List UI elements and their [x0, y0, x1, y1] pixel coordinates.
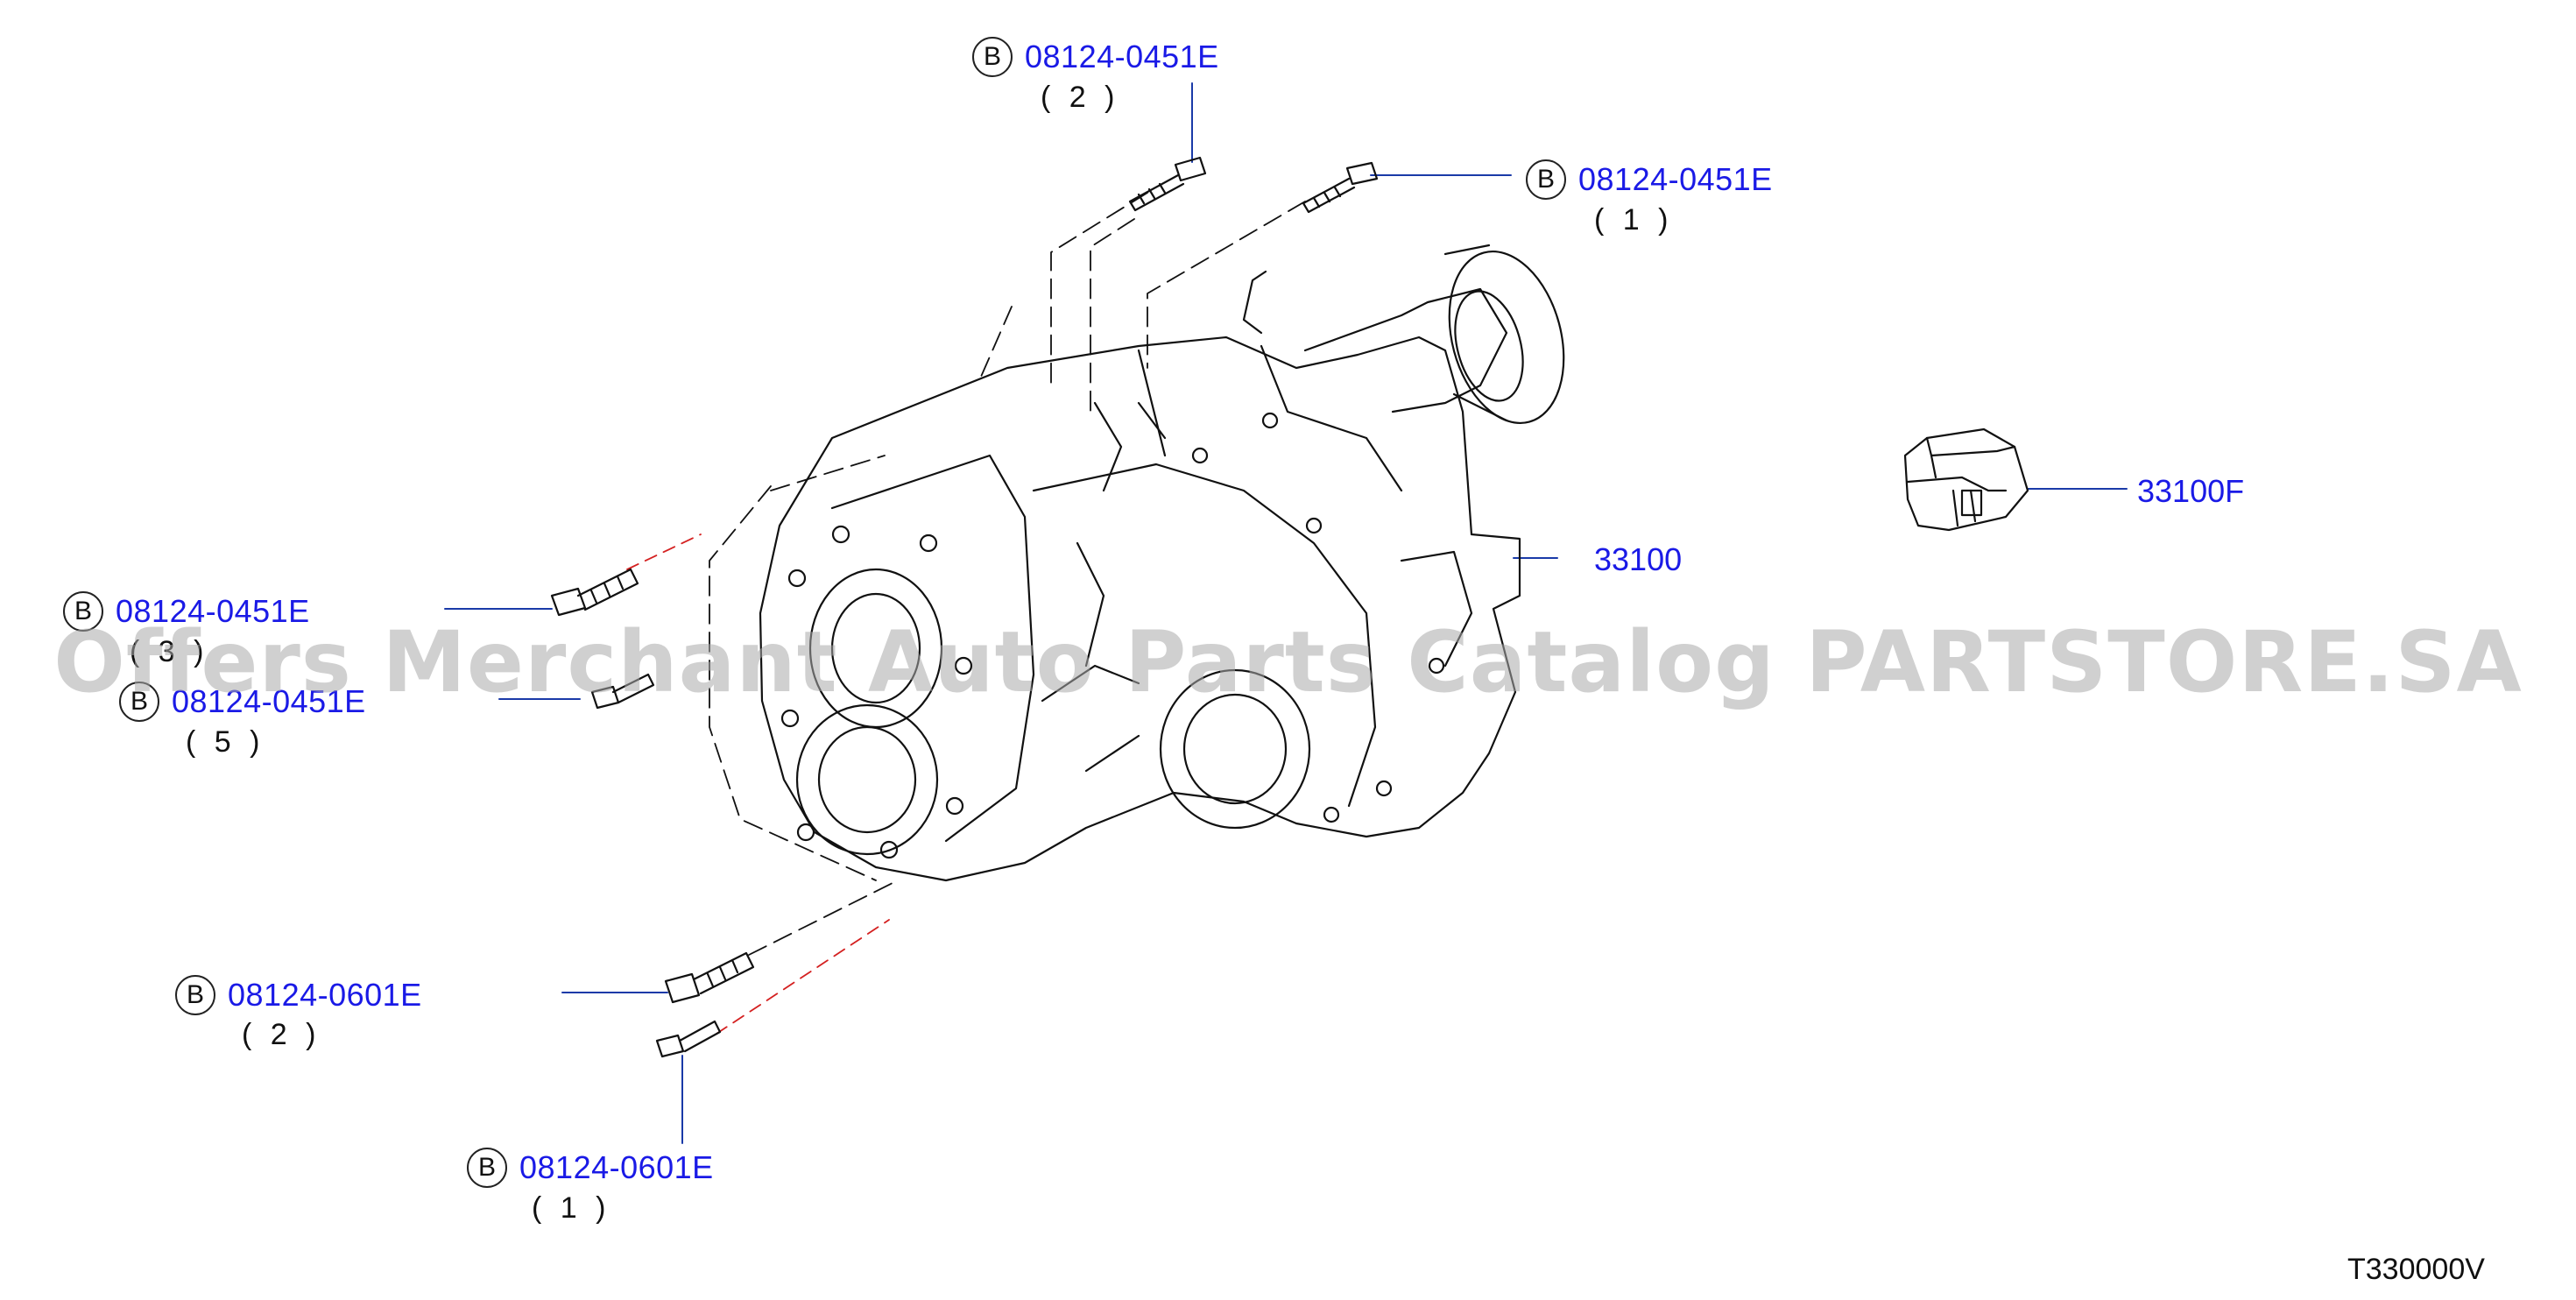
- part-number-link[interactable]: 08124-0451E: [172, 683, 366, 719]
- part-number-link[interactable]: 08124-0451E: [1025, 39, 1219, 74]
- b-marker: B: [467, 1148, 507, 1188]
- bolt-top-right: [1302, 161, 1379, 214]
- bolt-left-upper: [550, 568, 639, 617]
- b-marker: B: [972, 37, 1013, 77]
- quantity-label: ( 1 ): [1594, 203, 1674, 237]
- b-marker: B: [175, 975, 215, 1015]
- bolt-bottom-left: [664, 951, 755, 1004]
- b-marker: B: [1526, 159, 1566, 200]
- bolt-left-lower: [590, 673, 655, 710]
- quantity-label: ( 3 ): [130, 635, 209, 668]
- diagram-reference-code: T330000V: [2347, 1253, 2485, 1286]
- quantity-label: ( 2 ): [242, 1018, 321, 1051]
- flange-bolts: [780, 412, 1445, 859]
- connector-33100f: [1903, 427, 2029, 532]
- part-number-link[interactable]: 08124-0601E: [228, 977, 422, 1013]
- part-number-link[interactable]: 08124-0451E: [116, 593, 310, 629]
- dashed-alignment-lines: [709, 192, 1306, 956]
- part-number-link[interactable]: 08124-0451E: [1578, 161, 1773, 197]
- callout-bolt-top-right: B 08124-0451E: [1526, 159, 1773, 200]
- part-number-33100f[interactable]: 33100F: [2137, 473, 2245, 509]
- callout-bolt-left-lower: B 08124-0451E: [119, 682, 366, 722]
- quantity-label: ( 5 ): [186, 725, 265, 759]
- b-marker: B: [63, 591, 103, 632]
- part-number-33100[interactable]: 33100: [1594, 541, 1683, 577]
- quantity-label: ( 1 ): [532, 1191, 611, 1225]
- b-marker: B: [119, 682, 159, 722]
- transfer-case-assembly: [759, 244, 1565, 882]
- callout-bolt-top-center: B 08124-0451E: [972, 37, 1219, 77]
- callout-bolt-left-upper: B 08124-0451E: [63, 591, 310, 632]
- part-number-link[interactable]: 08124-0601E: [519, 1149, 714, 1185]
- bolt-top-center: [1128, 156, 1207, 212]
- quantity-label: ( 2 ): [1041, 81, 1120, 114]
- callout-bolt-bottom-left: B 08124-0601E: [175, 975, 422, 1015]
- leader-lines: [444, 82, 2128, 1144]
- callout-bolt-bottom: B 08124-0601E: [467, 1148, 714, 1188]
- bolt-bottom: [655, 1020, 722, 1058]
